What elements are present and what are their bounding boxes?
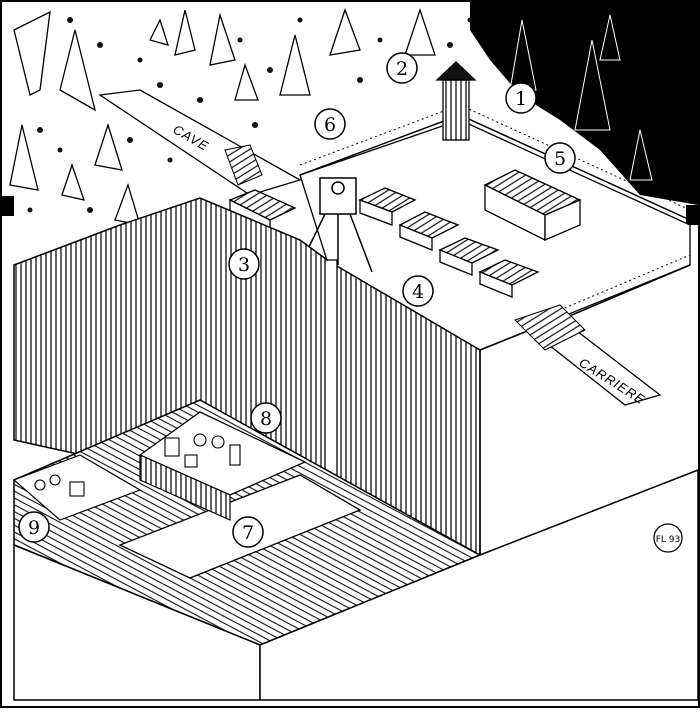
left-border-bar xyxy=(2,196,14,216)
right-border-bar xyxy=(686,205,698,225)
marker-number: 4 xyxy=(412,281,424,303)
marker-number: 7 xyxy=(242,522,254,544)
marker-number: 1 xyxy=(515,88,527,110)
artist-signature: FL 93 xyxy=(654,524,682,552)
marker-number: 3 xyxy=(238,254,250,276)
mine-shaft xyxy=(325,260,337,495)
signature-text: FL 93 xyxy=(656,535,681,545)
marker-number: 8 xyxy=(260,408,272,430)
marker-number: 5 xyxy=(554,148,566,170)
marker-number: 9 xyxy=(28,517,40,539)
marker-number: 2 xyxy=(396,58,408,80)
marker-number: 6 xyxy=(324,114,336,136)
